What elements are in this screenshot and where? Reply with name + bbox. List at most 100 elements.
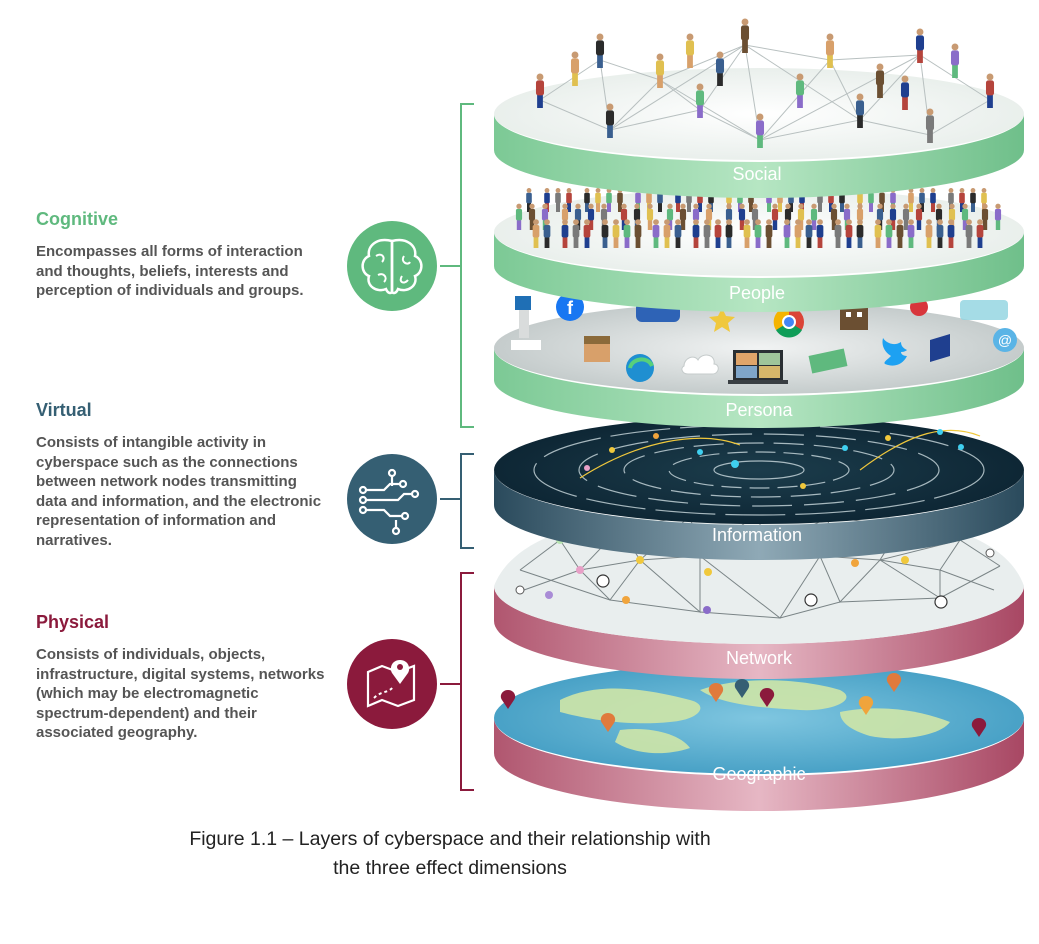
physical-bracket [440, 572, 474, 791]
person-figure [876, 203, 884, 230]
virtual-dimension: Virtual Consists of intangible activity … [36, 400, 326, 550]
person-figure [754, 219, 762, 248]
virtual-description: Consists of intangible activity in cyber… [36, 434, 322, 549]
cognitive-dimension: Cognitive Encompasses all forms of inter… [36, 209, 326, 301]
network-node [515, 507, 995, 614]
person-figure [574, 203, 582, 230]
persona-layer: f [494, 293, 1024, 428]
person-figure [583, 219, 591, 248]
person-figure [655, 53, 665, 88]
svg-text:@: @ [998, 332, 1012, 348]
person-figure [541, 203, 549, 230]
person-figure [961, 203, 969, 230]
brain-icon [347, 221, 437, 311]
person-figure [908, 188, 914, 212]
person-figure [652, 219, 660, 248]
person-figure [738, 203, 746, 230]
person-figure [885, 219, 893, 248]
information-layer: Information [494, 416, 1024, 560]
social-layer: Social [494, 18, 1024, 198]
person-figure [856, 219, 864, 248]
person-figure [830, 203, 838, 230]
person-figure [771, 203, 779, 230]
map-pin-icon [347, 639, 437, 729]
person-figure [889, 203, 897, 230]
person-figure [994, 203, 1002, 230]
person-figure [902, 203, 910, 230]
person-figure [965, 219, 973, 248]
person-figure [526, 188, 532, 212]
person-figure [692, 219, 700, 248]
person-figure [595, 188, 601, 212]
person-figure [907, 219, 915, 248]
virtual-title: Virtual [36, 400, 92, 420]
person-figure [617, 188, 623, 212]
person-figure [981, 203, 989, 230]
person-figure [714, 219, 722, 248]
person-figure [915, 203, 923, 230]
person-figure [843, 203, 851, 230]
cognitive-title: Cognitive [36, 209, 119, 229]
people-label: People [729, 283, 785, 303]
person-figure [663, 219, 671, 248]
person-figure [703, 219, 711, 248]
person-figure [532, 219, 540, 248]
person-figure [740, 18, 750, 53]
physical-dimension: Physical Consists of individuals, object… [36, 612, 326, 743]
person-figure [515, 203, 523, 230]
information-label: Information [712, 525, 802, 545]
figure-caption-line-2: the three effect dimensions [333, 857, 567, 879]
network-label: Network [726, 648, 793, 668]
person-figure [566, 188, 572, 212]
person-figure [936, 219, 944, 248]
person-figure [685, 33, 695, 68]
geographic-layer: Geographic [494, 662, 1024, 811]
person-figure [794, 219, 802, 248]
person-figure [825, 33, 835, 68]
person-figure [930, 188, 936, 212]
person-figure [674, 219, 682, 248]
person-figure [612, 219, 620, 248]
person-figure [561, 219, 569, 248]
location-pin-icon [500, 673, 987, 737]
physical-title: Physical [36, 612, 110, 632]
person-figure [528, 203, 536, 230]
laptop-icon [728, 350, 788, 384]
person-figure [623, 219, 631, 248]
chrome-icon [773, 306, 804, 338]
person-figure [743, 219, 751, 248]
person-figure [666, 203, 674, 230]
person-figure [925, 108, 935, 143]
person-figure [535, 73, 545, 108]
twitter-icon [882, 338, 907, 366]
person-figure [970, 188, 976, 212]
person-figure [816, 219, 824, 248]
person-figure [874, 219, 882, 248]
money-icon [808, 348, 848, 374]
facebook-icon: f [556, 293, 584, 321]
person-figure [587, 203, 595, 230]
flag-icon [930, 334, 950, 362]
person-figure [705, 203, 713, 230]
person-figure [875, 63, 885, 98]
person-figure [950, 43, 960, 78]
person-figure [555, 188, 561, 212]
person-figure [896, 219, 904, 248]
person-figure [570, 51, 580, 86]
edge-icon [626, 354, 654, 382]
person-figure [783, 219, 791, 248]
star-icon [709, 308, 735, 332]
person-figure [810, 203, 818, 230]
person-figure [755, 113, 765, 148]
social-crowd [535, 18, 995, 148]
physical-description: Consists of individuals, objects, infras… [36, 646, 325, 741]
social-label: Social [732, 164, 781, 184]
svg-text:f: f [567, 298, 574, 318]
person-figure [584, 188, 590, 212]
person-figure [900, 75, 910, 110]
person-figure [543, 219, 551, 248]
person-figure [606, 188, 612, 212]
person-figure [605, 103, 615, 138]
cognitive-description: Encompasses all forms of interaction and… [36, 243, 304, 299]
